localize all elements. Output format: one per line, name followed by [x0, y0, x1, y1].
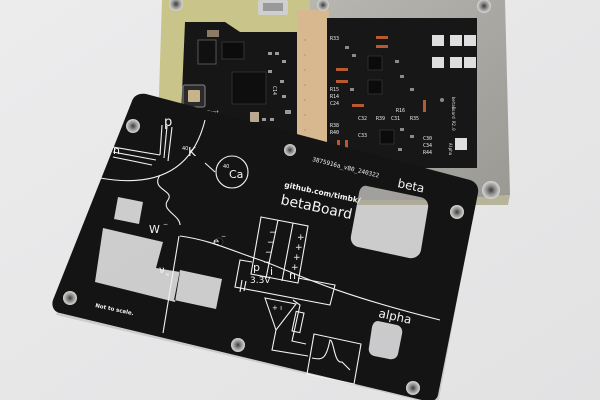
alpha-photodiode	[455, 138, 467, 150]
regulator	[197, 39, 217, 65]
k40-symbol: K	[188, 145, 197, 159]
ca40-mass: 40	[223, 164, 229, 170]
w-boson-charge: −	[163, 221, 168, 228]
front-cover-plate: 3875916a_v80_240322 github.com/timbk/ be…	[52, 93, 479, 400]
ref-c24: C24	[330, 101, 339, 107]
mounting-hole	[63, 291, 77, 305]
neutrino-label: ν	[159, 265, 165, 276]
screw	[482, 181, 500, 199]
ref-r16: R16	[396, 108, 405, 114]
neutron-label: n	[113, 144, 120, 157]
w-boson-label: W	[149, 223, 160, 236]
ref-r15: R15	[330, 87, 339, 93]
ref-r44: R44	[423, 150, 432, 156]
battery-voltage: 3.3V	[250, 276, 271, 286]
ca40-symbol: Ca	[229, 168, 243, 181]
amp-label: + ı	[272, 304, 282, 312]
ref-r40: R40	[330, 130, 339, 136]
electron-charge: −	[221, 233, 226, 240]
mcu-chip	[231, 71, 267, 105]
copper-strip	[297, 10, 329, 160]
screw	[477, 0, 491, 13]
ref-c31: C31	[391, 116, 400, 122]
ref-c14: C14	[271, 86, 277, 95]
electron-label: e	[213, 237, 219, 248]
beta-decay-diagram: p n 40 K 40 Ca W − e − ν e	[99, 115, 261, 334]
k40-mass: 40	[182, 146, 188, 152]
ref-c34: C34	[423, 143, 432, 149]
flash-chip	[221, 41, 245, 60]
minus-sign: −	[265, 248, 273, 258]
i-region-label: i	[270, 265, 273, 278]
p-region-label: p	[253, 261, 260, 274]
ref-r14: R14	[330, 94, 339, 100]
mounting-hole	[284, 144, 296, 156]
mounting-hole	[406, 381, 420, 395]
beta-window-label: beta	[396, 176, 425, 195]
side-version-text: betaBoard R2.0	[451, 97, 456, 131]
plus-sign: +	[297, 233, 305, 243]
alpha-window-label: alpha	[377, 306, 412, 327]
pin-diode-diagram: − − − − + + + + p i n 3.3V + ı	[234, 216, 441, 385]
ref-r38: R38	[330, 123, 339, 129]
mounting-hole	[126, 119, 140, 133]
plus-sign: +	[295, 243, 303, 253]
photodiode-array	[432, 35, 476, 150]
plus-sign: +	[293, 253, 301, 263]
neutrino-subscript: e	[166, 272, 169, 278]
ref-r35: R35	[410, 116, 419, 122]
ref-c30: C30	[423, 136, 432, 142]
ref-r33: R33	[330, 36, 339, 42]
opamp-u4	[367, 79, 383, 95]
ref-r39: R39	[376, 116, 385, 122]
screw	[169, 0, 183, 11]
n-region-label: n	[289, 269, 296, 282]
ref-c33: C33	[358, 133, 367, 139]
opamp-u6	[379, 129, 395, 145]
proton-label: p	[164, 115, 172, 130]
alpha-side-label: Alpha	[448, 143, 453, 156]
mounting-hole	[231, 338, 245, 352]
mounting-hole	[450, 205, 464, 219]
screw	[317, 0, 329, 11]
opamp-u5	[367, 55, 383, 71]
plus-sign: +	[291, 263, 299, 273]
ref-c32: C32	[358, 116, 367, 122]
minus-sign: −	[269, 228, 277, 238]
front-plate-body	[52, 93, 479, 400]
minus-sign: −	[267, 238, 275, 248]
